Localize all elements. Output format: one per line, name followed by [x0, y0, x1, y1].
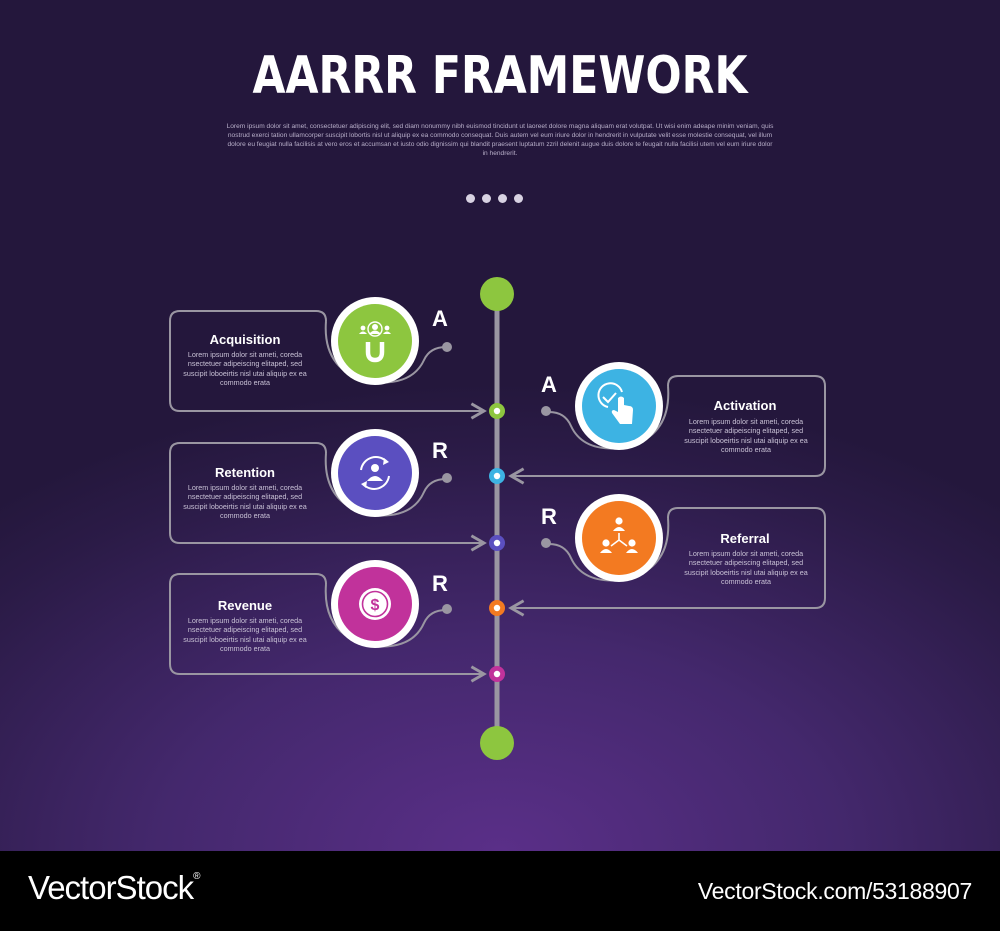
registered-mark: ® — [193, 871, 200, 882]
step-text-acquisition: Lorem ipsum dolor sit ameti, coreda nsec… — [183, 350, 307, 388]
svg-text:$: $ — [371, 597, 380, 614]
timeline-end-cap — [480, 726, 514, 760]
user-cycle-icon — [360, 456, 390, 490]
brand-logo: VectorStock® — [28, 869, 201, 907]
timeline-start-cap — [480, 277, 514, 311]
page-title: AARRR FRAMEWORK — [252, 46, 748, 106]
step-letter-revenue: R — [432, 571, 448, 596]
step-title-revenue: Revenue — [217, 598, 273, 613]
page-description: Lorem ipsum dolor sit amet, consectetuer… — [226, 123, 774, 158]
footer-url: VectorStock.com/53188907 — [697, 878, 972, 904]
step-title-acquisition: Acquisition — [209, 332, 281, 347]
step-letter-activation: A — [541, 372, 557, 397]
step-title-referral: Referral — [720, 531, 770, 546]
step-text-retention: Lorem ipsum dolor sit ameti, coreda nsec… — [183, 483, 307, 521]
aarrr-diagram: $ — [169, 277, 826, 760]
step-retention — [169, 429, 505, 552]
dot — [482, 194, 491, 203]
step-text-revenue: Lorem ipsum dolor sit ameti, coreda nsec… — [183, 616, 307, 654]
dollar-coin-icon: $ — [359, 588, 391, 620]
footer-bar — [0, 851, 1000, 931]
step-letter-retention: R — [432, 438, 448, 463]
step-acquisition — [169, 297, 505, 420]
step-referral — [489, 494, 826, 617]
brand-name: VectorStock — [28, 869, 194, 906]
step-revenue: $ — [169, 560, 505, 683]
magnet-users-icon — [359, 321, 391, 363]
step-letter-referral: R — [541, 504, 557, 529]
pagination-dots — [466, 188, 532, 203]
step-title-retention: Retention — [215, 465, 275, 480]
dot — [514, 194, 523, 203]
step-letter-acquisition: A — [432, 306, 448, 331]
step-text-activation: Lorem ipsum dolor sit ameti, coreda nsec… — [684, 417, 808, 455]
dot — [466, 194, 475, 203]
step-activation — [489, 362, 826, 485]
network-users-icon — [600, 517, 638, 553]
step-title-activation: Activation — [713, 398, 777, 413]
infographic-canvas: AARRR FRAMEWORK Lorem ipsum dolor sit am… — [0, 0, 1000, 851]
tap-check-icon — [597, 382, 633, 424]
step-text-referral: Lorem ipsum dolor sit ameti, coreda nsec… — [684, 549, 808, 587]
dot — [498, 194, 507, 203]
